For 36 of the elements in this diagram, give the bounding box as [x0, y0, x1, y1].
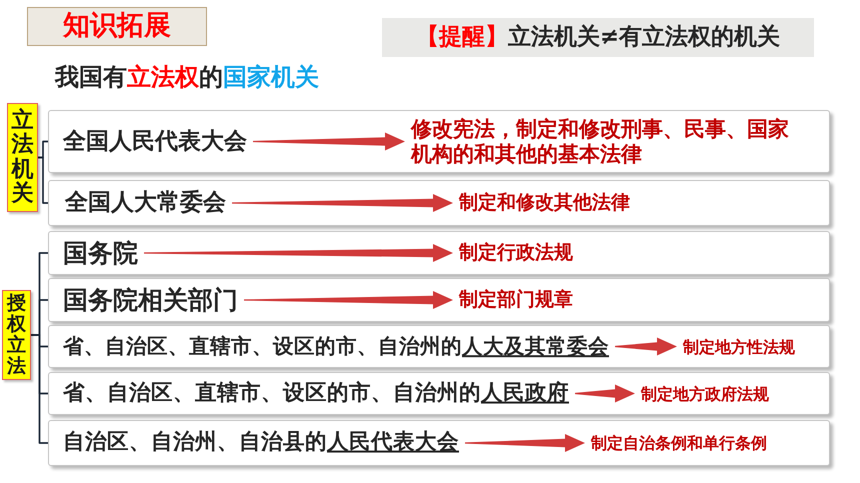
- institution-label: 全国人民代表大会: [63, 127, 247, 156]
- category-label: 授权立法: [7, 293, 26, 377]
- power-label: 制定和修改其他法律: [459, 192, 630, 214]
- row-card: [48, 325, 830, 368]
- power-label: 制定地方性法规: [683, 336, 795, 356]
- reminder-banner: 【提醒】立法机关≠有立法权的机关: [382, 18, 814, 57]
- category-tag: [7, 103, 38, 212]
- category-tag: [2, 290, 31, 380]
- row-card: [48, 420, 830, 466]
- power-label: 修改宪法，制定和修改刑事、民事、国家机构的和其他的基本法律: [411, 116, 799, 167]
- arrow: [244, 291, 453, 309]
- category-label: 立法机关: [12, 109, 34, 206]
- power-label: 制定地方政府法规: [641, 384, 769, 404]
- connector-line: [38, 156, 48, 204]
- row-card: [48, 180, 830, 226]
- row-card: [48, 278, 830, 322]
- institution-label: 国务院相关部门: [63, 284, 238, 316]
- institution-label: 全国人大常委会: [65, 188, 226, 218]
- heading: 我国有立法权的国家机关: [55, 62, 319, 92]
- row-card: [48, 372, 830, 415]
- institution-label: 国务院: [63, 237, 138, 269]
- institution-label: 自治区、自治州、自治县的人民代表大会: [63, 430, 459, 456]
- institution-label: 省、自治区、直辖市、设区的市、自治州的人大及其常委会: [63, 334, 609, 360]
- arrow: [144, 244, 453, 262]
- row-card: [48, 110, 830, 173]
- power-label: 制定自治条例和单行条例: [591, 433, 767, 453]
- power-label: 制定部门规章: [459, 288, 573, 312]
- row-card: [48, 231, 830, 275]
- arrow: [465, 434, 585, 452]
- arrow: [232, 194, 453, 212]
- institution-label: 省、自治区、直辖市、设区的市、自治州的人民政府: [63, 380, 569, 407]
- arrow: [575, 384, 635, 402]
- power-label: 制定行政法规: [459, 242, 573, 264]
- arrow: [253, 132, 405, 150]
- section-tag: 知识拓展: [27, 7, 207, 46]
- arrow: [615, 338, 677, 356]
